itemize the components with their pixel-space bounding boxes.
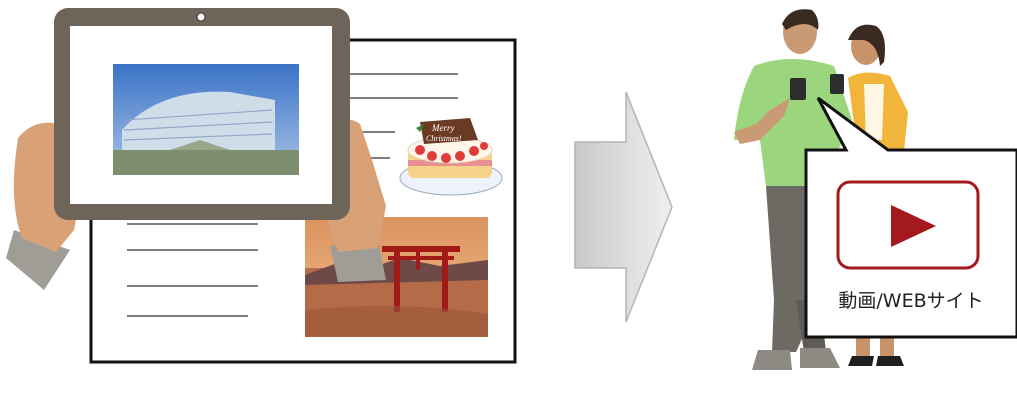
- cake-text-line2: Christmas!: [426, 134, 462, 143]
- result-label: 動画/WEBサイト: [838, 290, 983, 312]
- building-photo: [113, 64, 299, 175]
- arrow-right-icon: [575, 92, 672, 322]
- cake-text-line1: Merry: [431, 123, 455, 133]
- play-button-icon[interactable]: [838, 182, 978, 268]
